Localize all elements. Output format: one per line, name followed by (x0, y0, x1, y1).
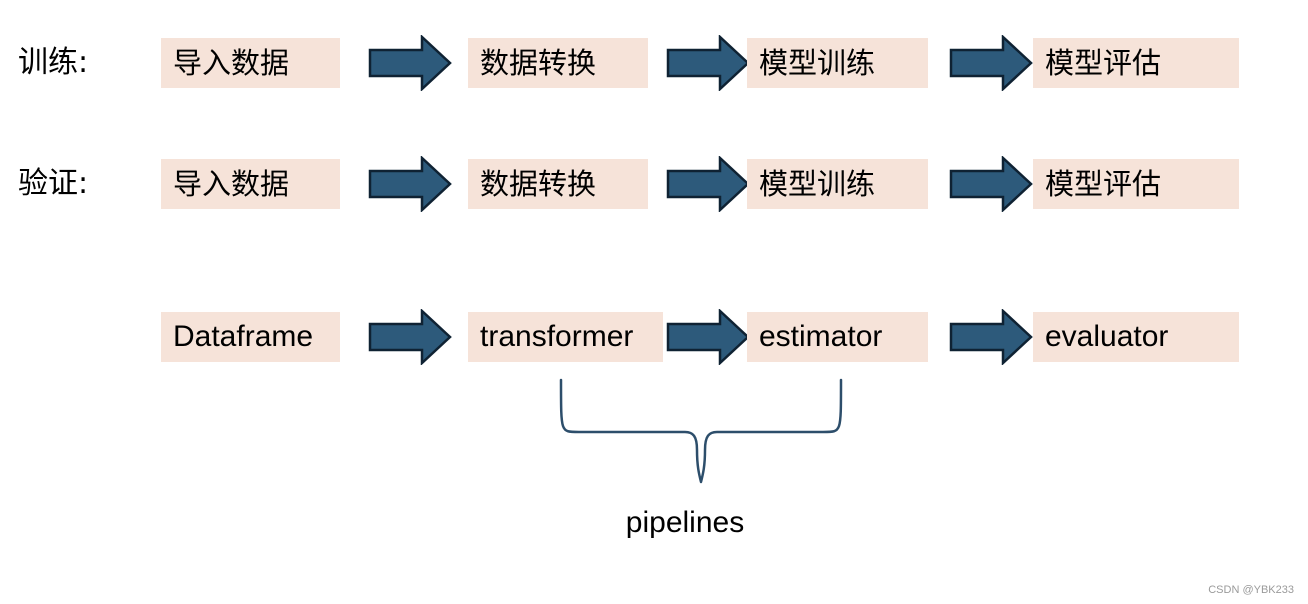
arrow-right-icon (666, 35, 750, 91)
arrow-right-icon (949, 309, 1033, 365)
arrow-right-icon (949, 156, 1033, 212)
component-transformer: transformer (468, 312, 663, 362)
arrow-right-icon (368, 309, 452, 365)
arrow-right-icon (949, 35, 1033, 91)
component-dataframe: Dataframe (161, 312, 340, 362)
arrow-right-icon (666, 156, 750, 212)
pipelines-label: pipelines (625, 506, 745, 539)
validation-step-train: 模型训练 (747, 159, 928, 209)
validation-step-transform: 数据转换 (468, 159, 648, 209)
component-evaluator: evaluator (1033, 312, 1239, 362)
validation-step-evaluate: 模型评估 (1033, 159, 1239, 209)
row-label-training: 训练: (18, 45, 89, 80)
training-step-transform: 数据转换 (468, 38, 648, 88)
arrow-right-icon (368, 156, 452, 212)
watermark: CSDN @YBK233 (1208, 584, 1294, 596)
component-estimator: estimator (747, 312, 928, 362)
arrow-right-icon (666, 309, 750, 365)
row-label-validation: 验证: (18, 166, 89, 201)
curly-brace-icon (559, 378, 843, 484)
training-step-evaluate: 模型评估 (1033, 38, 1239, 88)
training-step-import: 导入数据 (161, 38, 340, 88)
training-step-train: 模型训练 (747, 38, 928, 88)
arrow-right-icon (368, 35, 452, 91)
validation-step-import: 导入数据 (161, 159, 340, 209)
